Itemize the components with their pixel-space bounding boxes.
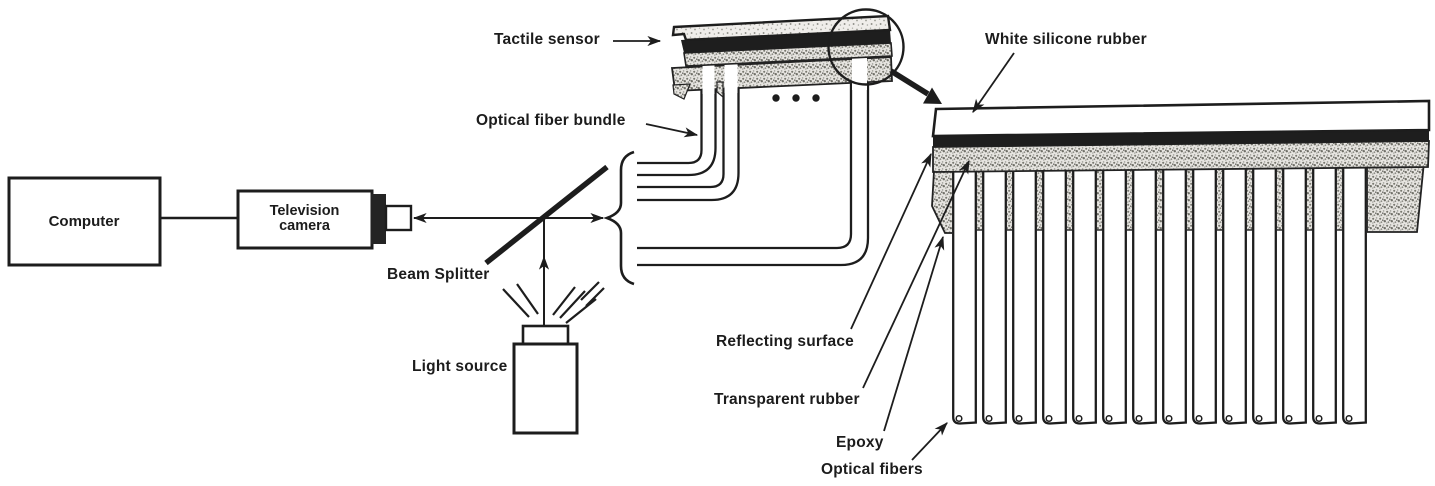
cross-section-detail	[931, 99, 1431, 425]
white-silicone-arrow	[972, 52, 1015, 113]
fiber-bundle-brace	[603, 150, 635, 286]
light-source-body	[512, 324, 579, 435]
optical-fiber-tubes	[952, 168, 1367, 425]
light-rays	[502, 281, 605, 324]
detail-callout-circle	[827, 8, 905, 86]
epoxy-right-block	[1366, 161, 1426, 233]
light-source-label: Light source	[412, 358, 508, 375]
optical-fibers-arrow	[911, 422, 948, 461]
fiber-bundle-arrow	[645, 123, 699, 138]
optical-fiber-bundle-label: Optical fiber bundle	[476, 112, 626, 129]
camera-lens	[384, 204, 413, 232]
television-camera-label: Television camera	[237, 190, 372, 248]
camera-mount-block	[371, 194, 386, 244]
transparent-rubber-label: Transparent rubber	[714, 391, 860, 408]
tactile-sensor-assembly	[670, 14, 893, 100]
television-camera-line1: Television	[269, 202, 340, 219]
computer-label: Computer	[8, 177, 160, 265]
white-silicone-rubber-label: White silicone rubber	[985, 31, 1147, 48]
reflecting-surface-arrow	[850, 152, 932, 330]
beam-splitter-label: Beam Splitter	[387, 266, 490, 283]
epoxy-label: Epoxy	[836, 434, 884, 451]
reflecting-surface-layer	[933, 130, 1429, 147]
computer-box	[7, 176, 162, 267]
television-camera-line2: camera	[279, 218, 330, 234]
computer-label-text: Computer	[48, 212, 120, 230]
fiber-bundle-tubes	[637, 62, 870, 267]
reflecting-surface-label: Reflecting surface	[716, 333, 854, 350]
optical-fibers-label: Optical fibers	[821, 461, 923, 478]
transparent-rubber-arrow	[862, 159, 970, 389]
epoxy-arrow	[883, 235, 945, 432]
zoom-arrow	[889, 68, 942, 104]
ellipsis-dots	[772, 94, 820, 102]
beam-splitter-line	[484, 164, 609, 266]
television-camera-box	[236, 189, 413, 250]
leader-arrows	[613, 35, 1015, 461]
white-silicone-layer	[931, 99, 1431, 138]
tactile-sensor-label: Tactile sensor	[494, 31, 600, 48]
